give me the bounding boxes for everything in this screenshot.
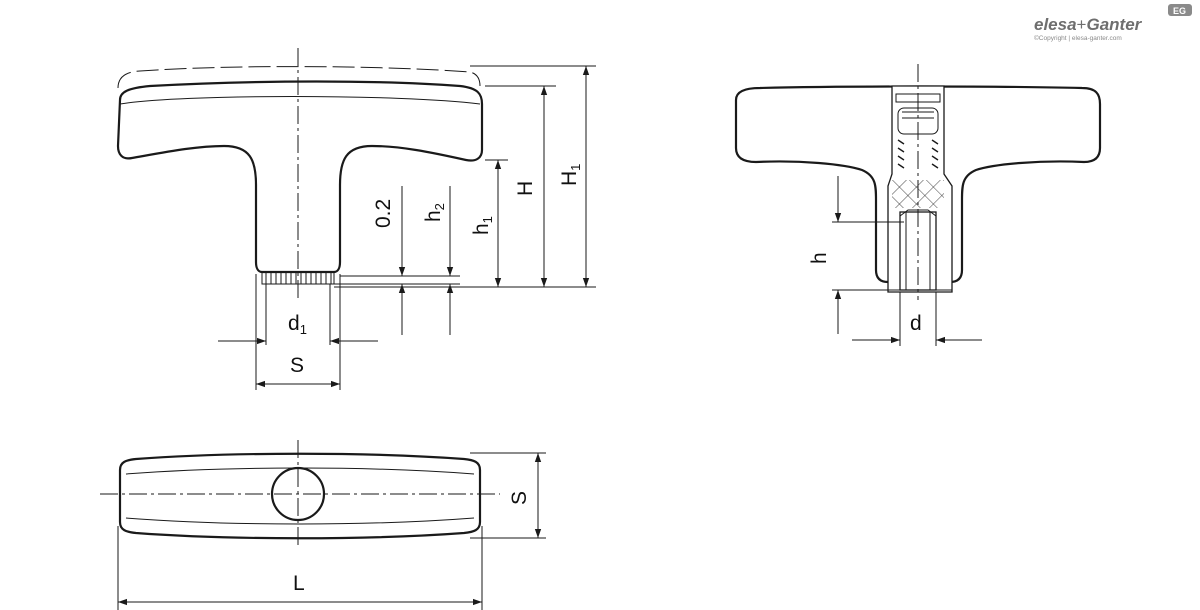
label-d1: d1	[288, 312, 307, 337]
label-0-2: 0.2	[372, 199, 395, 228]
svg-text:EG: EG	[1173, 6, 1186, 16]
label-H: H	[514, 181, 537, 196]
svg-text:©Copyright | elesa-ganter.com: ©Copyright | elesa-ganter.com	[1034, 34, 1122, 42]
label-H1: H1	[558, 164, 583, 186]
knob-outline	[116, 80, 484, 274]
brand-logo: EG elesa+Ganter ©Copyright | elesa-gante…	[1034, 4, 1192, 42]
label-L: L	[293, 572, 305, 595]
section-view	[734, 64, 1102, 300]
top-outline	[118, 452, 482, 540]
label-S-front: S	[290, 354, 304, 377]
front-dimension-lines	[218, 66, 590, 388]
label-d: d	[910, 312, 922, 335]
top-dimension-lines	[117, 452, 546, 610]
front-extension-lines	[255, 65, 596, 390]
label-h2: h2	[422, 203, 447, 222]
front-view	[116, 48, 484, 300]
label-h: h	[808, 252, 831, 264]
top-view	[100, 440, 500, 546]
svg-text:elesa+Ganter: elesa+Ganter	[1034, 15, 1143, 34]
section-dimension-lines	[832, 176, 982, 346]
label-S-top: S	[508, 491, 531, 505]
spring	[897, 139, 939, 169]
section-outline	[734, 85, 1102, 284]
label-h1: h1	[470, 216, 495, 235]
